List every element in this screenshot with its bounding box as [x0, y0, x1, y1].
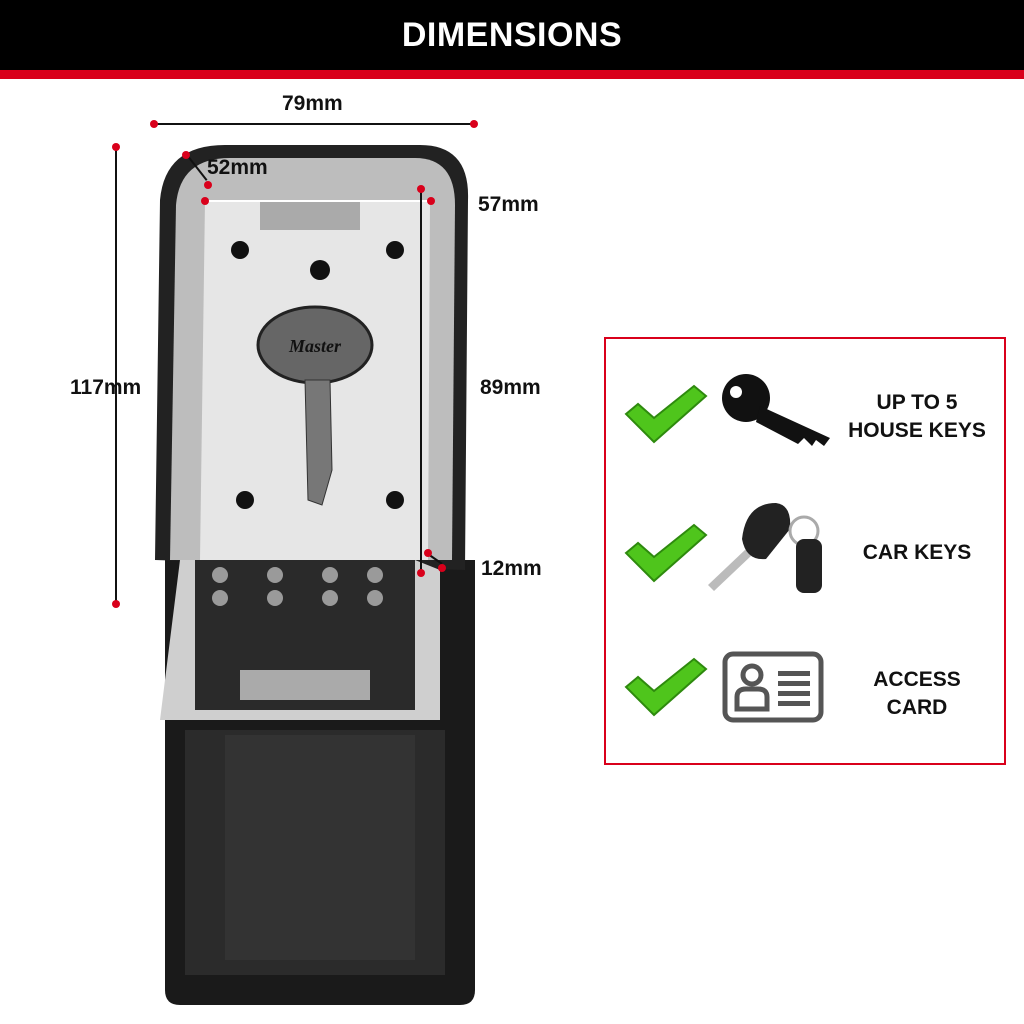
height-line	[115, 147, 117, 604]
marker-dot	[204, 181, 212, 189]
id-card-icon	[722, 651, 824, 723]
car-key-icon	[708, 503, 822, 593]
marker-dot	[150, 120, 158, 128]
depth-label: 52mm	[207, 156, 268, 179]
marker-dot	[424, 549, 432, 557]
height-label: 117mm	[70, 376, 142, 399]
accent-bar	[0, 70, 1024, 79]
svg-text:Master: Master	[288, 336, 342, 356]
marker-dot	[201, 197, 209, 205]
slot-label: 12mm	[481, 557, 542, 580]
marker-dot	[417, 185, 425, 193]
feature-label-car-keys: CAR KEYS	[862, 541, 972, 564]
marker-dot	[470, 120, 478, 128]
marker-dot	[182, 151, 190, 159]
checkmark-icon	[624, 523, 708, 583]
inner-width-line	[205, 200, 431, 202]
marker-dot	[112, 143, 120, 151]
marker-dot	[417, 569, 425, 577]
inner-height-line	[420, 189, 422, 573]
inner-height-label: 89mm	[480, 376, 541, 399]
checkmark-icon	[624, 384, 708, 444]
house-key-icon	[722, 374, 830, 446]
key-safe-image: Master	[155, 145, 475, 1005]
marker-dot	[438, 564, 446, 572]
width-line	[154, 123, 474, 125]
marker-dot	[427, 197, 435, 205]
checkmark-icon	[624, 657, 708, 717]
page-title: DIMENSIONS	[401, 15, 623, 54]
header-banner: DIMENSIONS	[0, 0, 1024, 70]
inner-width-label: 57mm	[478, 193, 539, 216]
marker-dot	[112, 600, 120, 608]
width-label: 79mm	[282, 92, 343, 115]
